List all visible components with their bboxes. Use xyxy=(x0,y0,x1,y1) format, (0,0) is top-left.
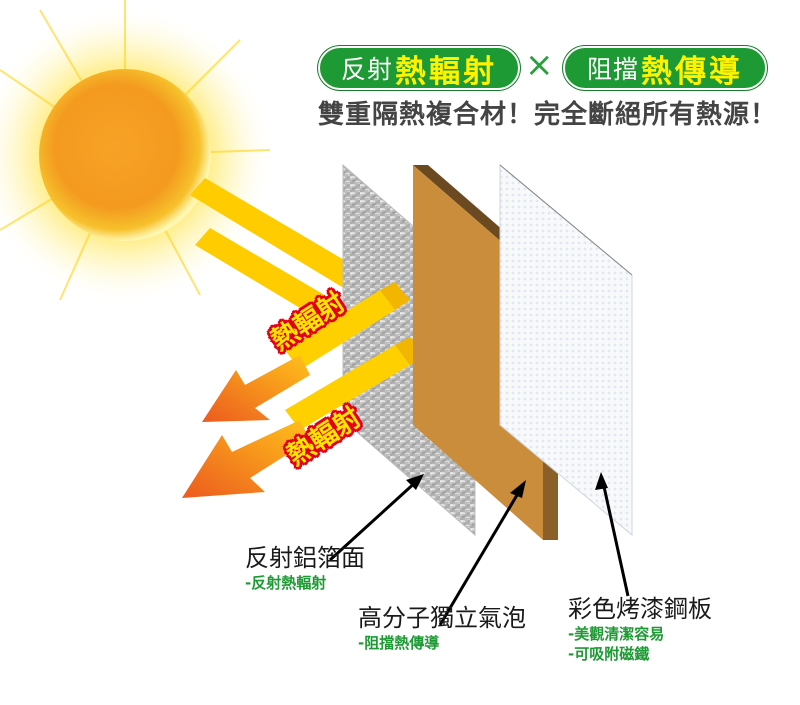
reflected-ray-beams xyxy=(285,282,425,430)
pill-reflect-radiation: 反射 熱輻射 xyxy=(318,46,520,90)
layer-note: -阻擋熱傳導 xyxy=(358,634,440,652)
pill-right-highlight: 熱傳導 xyxy=(641,53,743,90)
pill-right-prefix: 阻擋 xyxy=(586,55,639,84)
layer-name: 反射鋁箔面 xyxy=(245,544,365,572)
label-foam: 高分子獨立氣泡 -阻擋熱傳導 xyxy=(358,603,526,653)
subtitle: 雙重隔熱複合材！完全斷絕所有熱源！ xyxy=(318,100,778,130)
pointer-arrows xyxy=(328,472,630,626)
layer-note: -美觀清潔容易 xyxy=(568,625,665,643)
layer-note: -可吸附磁鐵 xyxy=(568,645,650,663)
sun-icon xyxy=(0,0,275,305)
multiply-icon: × xyxy=(525,45,554,85)
layer-name: 高分子獨立氣泡 xyxy=(358,604,526,632)
label-aluminum-foil: 反射鋁箔面 -反射熱輻射 xyxy=(245,543,365,593)
pill-left-highlight: 熱輻射 xyxy=(395,53,497,90)
layer-name: 彩色烤漆鋼板 xyxy=(568,595,712,623)
pill-block-conduction: 阻擋 熱傳導 xyxy=(563,46,767,90)
pill-left-prefix: 反射 xyxy=(340,55,393,84)
label-steel-plate: 彩色烤漆鋼板 -美觀清潔容易 -可吸附磁鐵 xyxy=(568,594,712,664)
layer-note: -反射熱輻射 xyxy=(245,574,327,592)
heat-radiation-arrows xyxy=(182,355,310,498)
